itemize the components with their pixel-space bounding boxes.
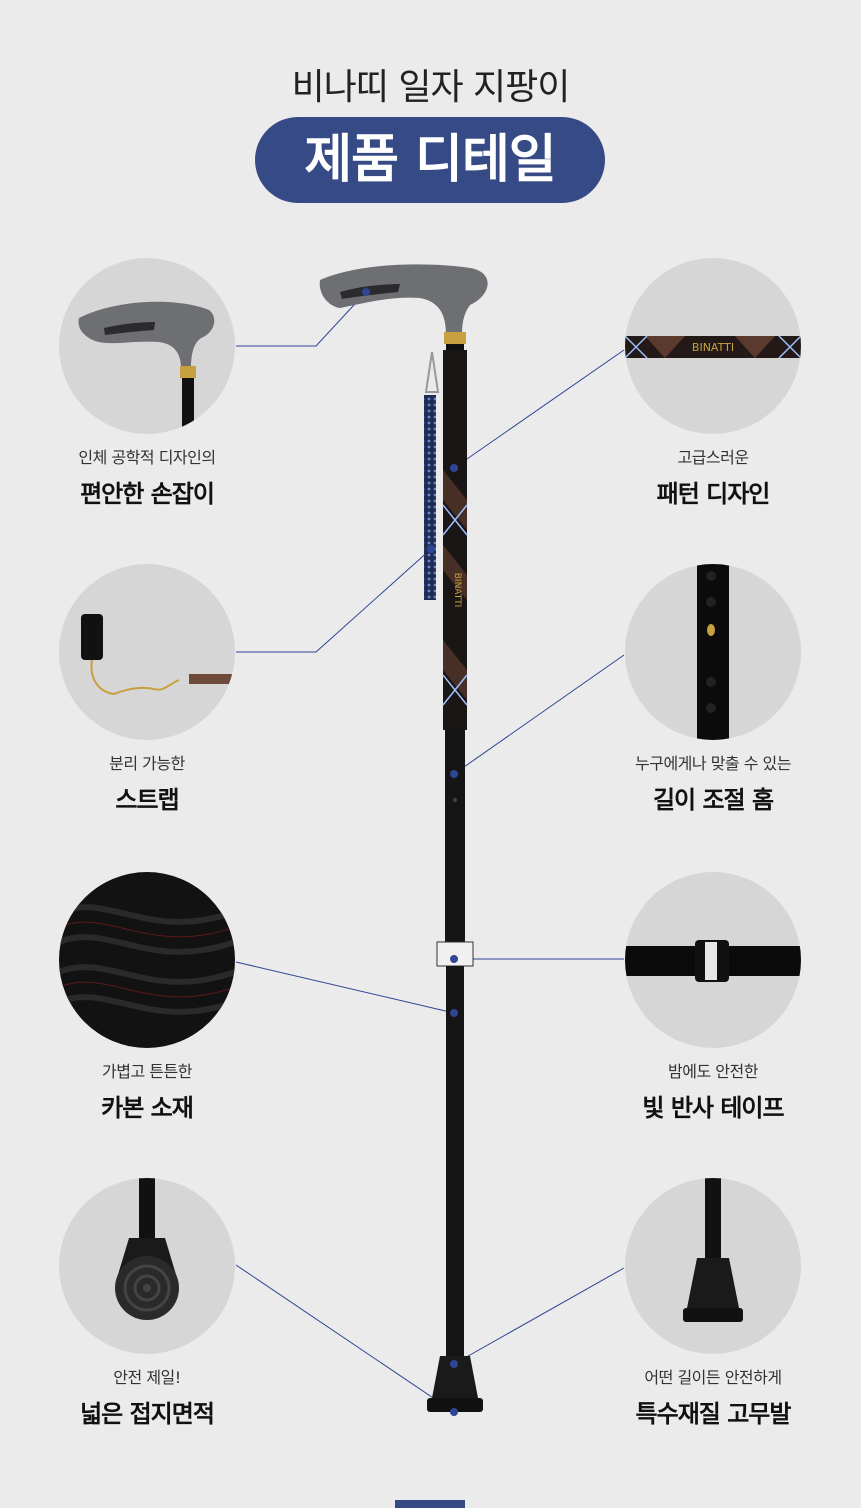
rubber-foot xyxy=(432,1356,478,1398)
strap-detail-image xyxy=(59,564,235,740)
feature-caption-reflective-tape: 밤에도 안전한 빛 반사 테이프 xyxy=(642,1062,784,1122)
adjust-hole-detail-image xyxy=(625,564,801,740)
carbon-detail-image xyxy=(59,872,235,1048)
feature-caption-handle: 인체 공학적 디자인의 편안한 손잡이 xyxy=(78,448,216,508)
product-subtitle: 비나띠 일자 지팡이 xyxy=(291,67,571,108)
cane-brand-text: BINATTI xyxy=(452,573,462,608)
feature-caption-carbon: 가볍고 튼튼한 카본 소재 xyxy=(101,1062,194,1122)
rubber-foot-detail-image xyxy=(625,1178,801,1354)
feature-caption-grip-area: 안전 제일! 넓은 접지면적 xyxy=(80,1368,215,1428)
strap-clip xyxy=(424,351,440,393)
bottom-accent-bar xyxy=(395,1500,465,1508)
svg-text:BINATTI: BINATTI xyxy=(692,341,734,354)
cane-handle xyxy=(319,264,488,335)
reflective-tape-detail-image xyxy=(625,872,801,1048)
pattern-detail-image: BINATTI xyxy=(625,258,801,434)
handle-detail-image xyxy=(59,258,235,434)
grip-area-detail-image xyxy=(59,1178,235,1354)
feature-caption-strap: 분리 가능한 스트랩 xyxy=(109,754,185,814)
section-title: 제품 디테일 xyxy=(255,117,605,203)
feature-caption-adjust-hole: 누구에게나 맞출 수 있는 길이 조절 홈 xyxy=(635,754,791,814)
feature-caption-pattern: 고급스러운 패턴 디자인 xyxy=(656,448,771,508)
lower-shaft xyxy=(446,966,464,1356)
feature-caption-rubber-foot: 어떤 길이든 안전하게 특수재질 고무발 xyxy=(635,1368,792,1428)
connector-lines xyxy=(235,291,625,1413)
